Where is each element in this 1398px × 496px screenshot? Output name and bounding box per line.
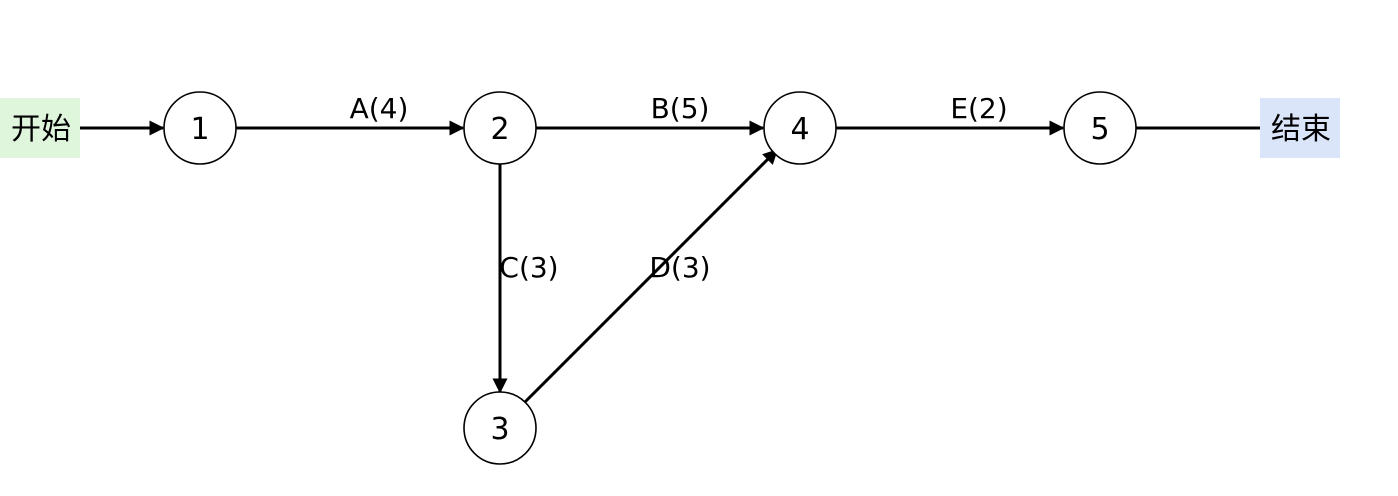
edges-layer xyxy=(80,120,1260,404)
terminal-start-label: 开始 xyxy=(11,112,71,147)
node-2: 2 xyxy=(463,91,537,165)
node-4: 4 xyxy=(763,91,837,165)
node-1: 1 xyxy=(163,91,237,165)
node-3-label: 3 xyxy=(490,412,509,447)
node-2-circle xyxy=(463,91,537,165)
edge-labels-layer: A(4) B(5) C(3) D(3) E(2) xyxy=(350,92,1008,284)
terminal-start: 开始 xyxy=(0,98,80,158)
edge-D xyxy=(523,148,779,404)
node-3: 3 xyxy=(463,391,537,465)
edge-label-C: C(3) xyxy=(499,251,558,284)
node-1-circle xyxy=(163,91,237,165)
node-4-circle xyxy=(763,91,837,165)
terminal-end: 结束 xyxy=(1260,98,1340,158)
node-4-label: 4 xyxy=(790,112,809,147)
edge-label-E: E(2) xyxy=(950,92,1007,125)
terminal-end-box xyxy=(1260,98,1340,158)
terminal-end-label: 结束 xyxy=(1271,112,1331,147)
node-5: 5 xyxy=(1063,91,1137,165)
edge-label-B: B(5) xyxy=(651,92,710,125)
node-2-label: 2 xyxy=(490,112,509,147)
edge-label-A: A(4) xyxy=(350,92,409,125)
terminal-start-box xyxy=(0,98,80,158)
node-3-circle xyxy=(463,391,537,465)
edge-label-D: D(3) xyxy=(649,251,710,284)
node-1-label: 1 xyxy=(190,112,209,147)
node-5-label: 5 xyxy=(1090,112,1109,147)
node-5-circle xyxy=(1063,91,1137,165)
